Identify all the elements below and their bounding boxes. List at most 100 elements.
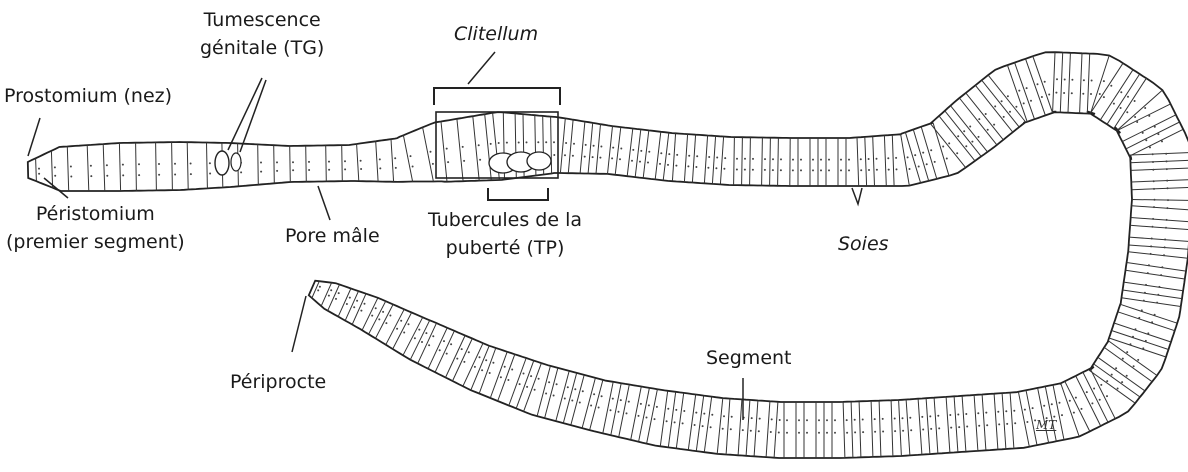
seta-dot	[722, 428, 724, 430]
seta-dot	[759, 418, 761, 420]
seta-dot	[1151, 238, 1153, 240]
seta-dot	[724, 157, 726, 159]
seta-dot	[997, 411, 999, 413]
seta-dot	[379, 167, 381, 169]
seta-dot	[668, 153, 670, 155]
seta-dot	[876, 158, 878, 160]
seta-dot	[1001, 100, 1003, 102]
seta-dot	[276, 161, 278, 163]
seta-dot	[353, 306, 355, 308]
seta-dot	[428, 344, 430, 346]
seta-dot	[432, 163, 434, 165]
seta-dot	[492, 362, 494, 364]
seta-dot	[598, 407, 600, 409]
seta-dot	[654, 418, 656, 420]
seta-dot	[1157, 133, 1159, 135]
seta-dot	[1003, 116, 1005, 118]
seta-dot	[902, 417, 904, 419]
seta-dot	[308, 161, 310, 163]
seta-dot	[481, 369, 483, 371]
seta-dot	[447, 161, 449, 163]
seta-dot	[659, 163, 661, 165]
seta-dot	[526, 386, 528, 388]
seta-dot	[985, 412, 987, 414]
leader-clitellum	[468, 52, 495, 84]
seta-dot	[631, 160, 633, 162]
seta-dot	[820, 159, 822, 161]
seta-dot	[1166, 219, 1168, 221]
seta-dot	[840, 169, 842, 171]
seta-dot	[640, 403, 642, 405]
seta-dot	[511, 369, 513, 371]
seta-dot	[1150, 245, 1152, 247]
seta-dot	[818, 419, 820, 421]
seta-dot	[446, 148, 448, 150]
seta-dot	[1055, 92, 1057, 94]
seta-dot	[328, 161, 330, 163]
seta-dot	[1144, 107, 1146, 109]
seta-dot	[519, 383, 521, 385]
seta-dot	[174, 174, 176, 176]
seta-dot	[389, 315, 391, 317]
seta-dot	[456, 358, 458, 360]
seta-dot	[896, 168, 898, 170]
seta-dot	[1120, 107, 1122, 109]
seta-dot	[590, 405, 592, 407]
seta-dot	[966, 426, 968, 428]
label-tumescence-line2: génitale (TG)	[200, 34, 324, 62]
seta-dot	[965, 413, 967, 415]
seta-dot	[1147, 272, 1149, 274]
seta-dot	[846, 432, 848, 434]
seta-dot	[572, 155, 574, 157]
seta-dot	[971, 141, 973, 143]
seta-dot	[1133, 365, 1135, 367]
seta-dot	[1099, 399, 1101, 401]
seta-dot	[600, 146, 602, 148]
seta-dot	[666, 420, 668, 422]
seta-dot	[620, 148, 622, 150]
seta-dot	[826, 432, 828, 434]
seta-dot	[338, 292, 340, 294]
seta-dot	[818, 432, 820, 434]
seta-dot	[1167, 199, 1169, 201]
seta-dot	[1156, 302, 1158, 304]
seta-dot	[922, 152, 924, 154]
seta-dot	[582, 390, 584, 392]
genital-tumescence	[231, 153, 241, 171]
seta-dot	[356, 300, 358, 302]
seta-dot	[1166, 168, 1168, 170]
seta-dot	[1023, 102, 1025, 104]
seta-dot	[1093, 388, 1095, 390]
seta-dot	[934, 161, 936, 163]
seta-dot	[882, 431, 884, 433]
seta-dot	[1154, 199, 1156, 201]
seta-dot	[190, 173, 192, 175]
label-peristomium: Péristomium (premier segment)	[6, 200, 185, 256]
seta-dot	[854, 431, 856, 433]
seta-dot	[1151, 321, 1153, 323]
seta-dot	[410, 155, 412, 157]
seta-dot	[656, 406, 658, 408]
seta-dot	[611, 157, 613, 159]
seta-dot	[418, 329, 420, 331]
seta-dot	[1121, 381, 1123, 383]
seta-dot	[682, 422, 684, 424]
seta-dot	[1069, 400, 1071, 402]
seta-dot	[1145, 284, 1147, 286]
seta-dot	[812, 169, 814, 171]
seta-dot	[276, 170, 278, 172]
seta-dot	[1149, 146, 1151, 148]
seta-dot	[584, 156, 586, 158]
seta-dot	[1163, 254, 1165, 256]
seta-dot	[937, 415, 939, 417]
seta-dot	[1143, 300, 1145, 302]
seta-dot	[1071, 79, 1073, 81]
seta-dot	[1103, 96, 1105, 98]
seta-dot	[1165, 153, 1167, 155]
seta-dot	[489, 372, 491, 374]
seta-dot	[1134, 116, 1136, 118]
label-segment: Segment	[706, 344, 792, 372]
seta-dot	[963, 130, 965, 132]
seta-dot	[1150, 253, 1152, 255]
seta-dot	[1026, 87, 1028, 89]
